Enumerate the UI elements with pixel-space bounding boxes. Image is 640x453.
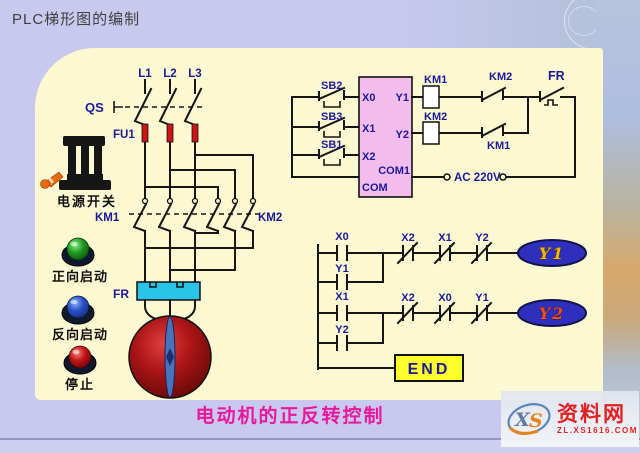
reverse-button-label: 反向启动 <box>52 327 108 342</box>
ladder-diagram: X0 Y1 X2 X1 Y2 Y1 X1 Y2 X2 X0 Y1 Y2 END <box>317 231 587 382</box>
supply-terminal-left <box>443 173 451 181</box>
plc-output-y2: Y2 <box>396 129 409 141</box>
thermal-relay-box <box>136 281 201 301</box>
slide-caption: 电动机的正反转控制 <box>195 406 385 427</box>
xs-logo-icon: X S <box>507 403 551 435</box>
fuse-2 <box>166 123 174 143</box>
km2-coil <box>422 121 440 145</box>
fuse-label: FU1 <box>113 129 135 141</box>
phase-l1-label: L1 <box>138 68 152 80</box>
y2-coil-text: Y2 <box>539 304 566 323</box>
rung2-nc3-label: Y1 <box>475 292 488 304</box>
km2-coil-label: KM2 <box>424 111 447 123</box>
contactor-pole-circles <box>141 197 257 205</box>
thermal-relay-label: FR <box>113 287 129 301</box>
qs-tick <box>113 101 123 113</box>
km2-feed-branches <box>144 154 254 199</box>
plc-box <box>358 76 413 198</box>
rung2-nc2-label: X0 <box>438 292 451 304</box>
stop-button-label: 停止 <box>65 377 95 392</box>
rung2-seal-label: Y2 <box>335 324 348 336</box>
phase-l3-label: L3 <box>188 68 201 80</box>
km2-label: KM2 <box>258 212 282 224</box>
sb3-label: SB3 <box>321 111 342 123</box>
rung2-nc1-label: X2 <box>401 292 414 304</box>
motor-hub <box>166 348 174 366</box>
reverse-button <box>61 295 95 325</box>
supply-label: AC 220V <box>454 172 501 184</box>
watermark-site-name: 资料网 <box>557 402 626 426</box>
plc-output-y1: Y1 <box>396 92 409 104</box>
power-switch-label: 电源开关 <box>57 194 117 209</box>
disconnect-label: QS <box>85 100 104 115</box>
control-panel: 电源开关 正向启动 反向启动 停止 <box>40 136 117 392</box>
rung1-nc3-label: Y2 <box>475 232 488 244</box>
forward-button-label: 正向启动 <box>52 269 108 284</box>
plc-input-x1: X1 <box>362 123 375 135</box>
power-switch-icon <box>59 136 111 190</box>
bottom-strip <box>0 440 640 453</box>
end-block <box>394 354 464 382</box>
forward-button <box>61 237 95 267</box>
rung1-nc2-label: X1 <box>438 232 451 244</box>
rung2-wires <box>317 301 519 351</box>
background-photo-strip <box>596 0 640 453</box>
rung1-wires <box>317 241 519 290</box>
contactor-blades <box>132 202 256 233</box>
rung1-contact-label: X0 <box>335 231 348 243</box>
pushbutton-sb3 <box>317 116 360 138</box>
motor-leads <box>144 299 196 321</box>
watermark-text: 资料网 ZL.XS1616.COM <box>557 404 638 435</box>
bottom-divider <box>0 438 640 440</box>
rung2-contact-label: X1 <box>335 291 348 303</box>
plc-com1: COM1 <box>378 165 410 177</box>
y2-coil-oval <box>517 299 587 327</box>
plc-input-x0: X0 <box>362 92 375 104</box>
km2-interlock-label: KM2 <box>489 71 512 83</box>
pushbutton-sb1 <box>317 144 360 166</box>
sb1-label: SB1 <box>321 139 342 151</box>
y1-coil-oval <box>517 239 587 267</box>
page-title: PLC梯形图的编制 <box>12 11 141 28</box>
fuse-1 <box>141 123 149 143</box>
end-block-text: END <box>408 361 451 378</box>
fuse-3 <box>191 123 199 143</box>
thermal-relay-notches <box>149 282 184 288</box>
km2-nc-contact <box>480 86 507 102</box>
pushbutton-sb2 <box>317 86 360 108</box>
supply-terminal-right <box>499 173 507 181</box>
watermark: X S 资料网 ZL.XS1616.COM <box>501 391 639 447</box>
fr-contact <box>538 86 565 106</box>
rung1-seal-label: Y1 <box>335 263 348 275</box>
km1-coil-label: KM1 <box>424 74 447 86</box>
plc-wiring-diagram: SB2 SB3 SB1 X0 X1 X2 COM Y1 Y2 COM1 KM1 … <box>291 69 576 198</box>
power-circuit: L1 L2 L3 QS FU1 KM1 KM2 FR <box>85 68 282 399</box>
phase-stubs <box>144 79 196 94</box>
fr-contact-label: FR <box>548 69 565 83</box>
km1-coil <box>422 85 440 109</box>
y1-coil-text: Y1 <box>539 244 566 263</box>
qs-blades <box>133 87 203 127</box>
phase-l2-label: L2 <box>163 68 176 80</box>
watermark-url: ZL.XS1616.COM <box>557 425 638 435</box>
y1-output-wires <box>411 96 576 178</box>
logo-letter-x: X <box>514 409 531 431</box>
slide-content-panel: L1 L2 L3 QS FU1 KM1 KM2 FR <box>35 48 603 400</box>
stop-button <box>63 345 97 375</box>
input-bus <box>291 96 360 178</box>
hand-pointer-icon <box>40 171 64 189</box>
phase-swap-wiring <box>144 230 254 283</box>
rung1-nc1-label: X2 <box>401 232 414 244</box>
plc-com: COM <box>362 182 388 194</box>
km1-label: KM1 <box>95 212 120 224</box>
sb2-label: SB2 <box>321 80 342 92</box>
plc-input-x2: X2 <box>362 151 375 163</box>
logo-letter-s: S <box>529 410 543 432</box>
km1-interlock-label: KM1 <box>487 140 510 152</box>
circuit-diagram: L1 L2 L3 QS FU1 KM1 KM2 FR <box>40 68 587 399</box>
km1-nc-contact <box>480 122 507 138</box>
